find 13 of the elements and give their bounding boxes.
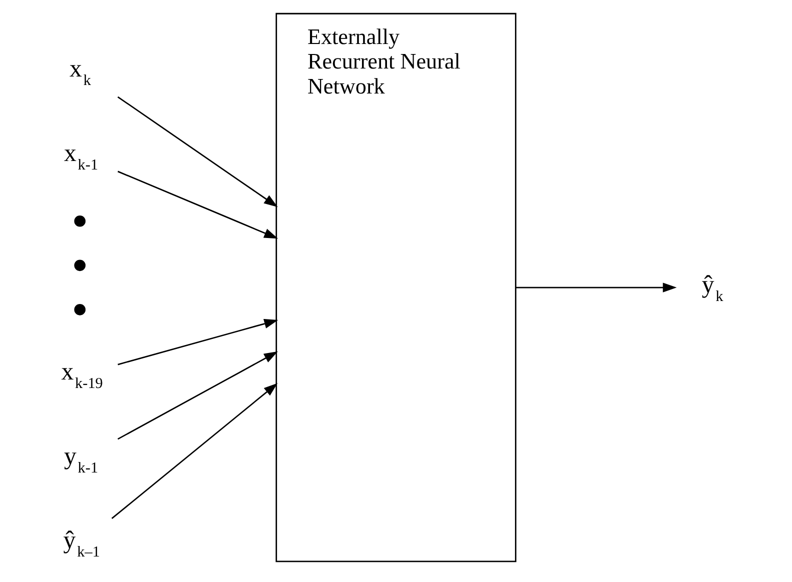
node-text: ŷ$_{k}$ — [702, 271, 724, 305]
node-text: x$_{k}$ — [70, 55, 91, 89]
arrow — [118, 351, 278, 440]
arrow — [117, 96, 278, 208]
arrow — [111, 383, 278, 519]
node-text: x$_{k-1}$ — [64, 140, 98, 174]
node-text: x$_{k-19}$ — [61, 358, 103, 392]
node-text: ŷ$_{k–1}$ — [63, 527, 100, 561]
arrow — [516, 282, 677, 292]
arrow — [118, 319, 278, 366]
node-text: y$_{k-1}$ — [64, 442, 98, 476]
arrow — [118, 170, 278, 239]
node-box: Externally Recurrent Neural Network — [276, 12, 516, 562]
